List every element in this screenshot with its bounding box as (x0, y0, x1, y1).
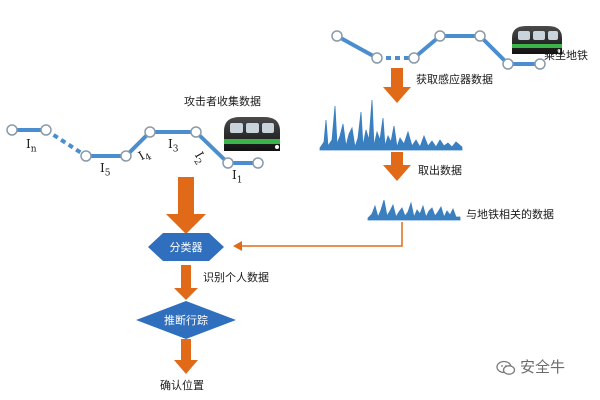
station-label: In (26, 137, 37, 155)
track-node (534, 58, 546, 70)
ride-label: 乘坐地铁 (544, 49, 588, 62)
station-label: I3 (168, 137, 179, 155)
infer-label: 推断行踪 (164, 314, 208, 327)
track-node (222, 157, 234, 169)
brand-name: 安全牛 (520, 358, 566, 376)
track-node (371, 52, 383, 64)
top-track (331, 30, 546, 70)
arrow-icon (174, 265, 198, 300)
arrow-icon (166, 177, 206, 234)
related-label: 与地铁相关的数据 (466, 208, 554, 221)
left-track-dashed (44, 128, 88, 158)
top-track-line-a (335, 34, 379, 60)
track-node (408, 52, 420, 64)
extract-label: 取出数据 (418, 164, 462, 177)
train-icon (512, 26, 562, 54)
classifier-label: 分类器 (169, 241, 203, 254)
track-node (190, 126, 202, 138)
track-node (80, 150, 92, 162)
track-node (252, 157, 264, 169)
arrow-icon (383, 68, 411, 103)
sensor-label: 获取感应器数据 (416, 73, 493, 86)
track-node (6, 124, 18, 136)
return-arrow-icon (233, 222, 403, 251)
left-track (6, 124, 264, 169)
sensor-signal-plot (319, 99, 463, 151)
attacker-label: 攻击者收集数据 (184, 95, 261, 108)
train-icon (224, 117, 280, 151)
classifier-shape (148, 233, 224, 261)
wechat-icon (496, 360, 516, 376)
arrow-icon (383, 152, 411, 181)
track-node (474, 30, 486, 42)
related-signal-plot (367, 199, 461, 221)
track-node (434, 30, 446, 42)
track-node (40, 124, 52, 136)
infer-shape (136, 301, 236, 339)
confirm-label: 确认位置 (160, 379, 204, 392)
arrow-icon (174, 339, 198, 374)
station-label: I1 (232, 168, 243, 186)
station-label: I5 (100, 161, 111, 179)
identify-label: 识别个人数据 (203, 271, 269, 284)
track-node (144, 126, 156, 138)
track-node (502, 58, 514, 70)
track-node (331, 30, 343, 42)
track-node (120, 150, 132, 162)
